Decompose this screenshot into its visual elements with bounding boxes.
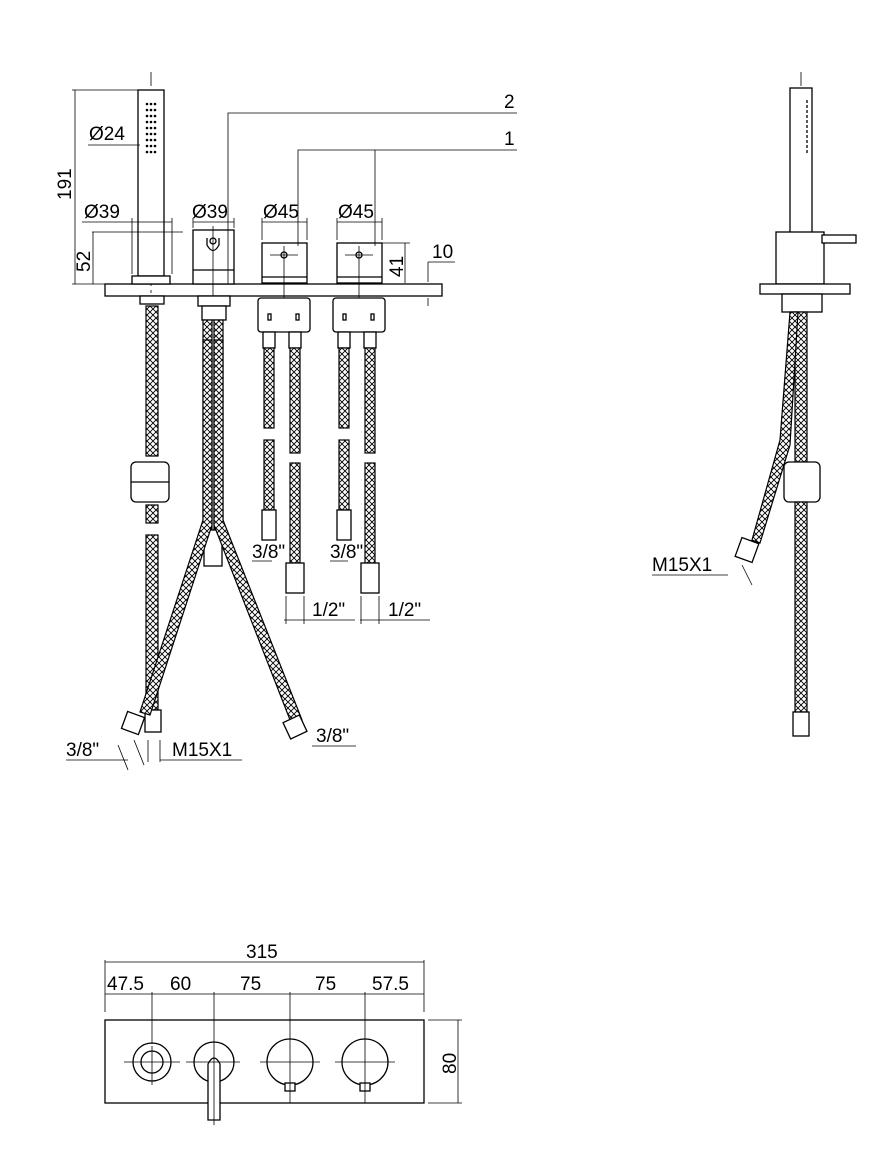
mixer-2: [332, 242, 386, 333]
spacing-1-label: 47.5: [107, 974, 144, 995]
callout-2: 2: [504, 92, 515, 113]
overall-width-label: 315: [246, 942, 278, 963]
mixer1-diameter-label: Ø45: [263, 202, 299, 223]
mixer2-outlet-label: 1/2": [388, 600, 421, 621]
dimension-lines: [66, 89, 517, 771]
hand-shower: [131, 72, 171, 305]
mixer1-inlet-label: 3/8": [252, 542, 285, 563]
spacing-3-label: 75: [240, 974, 261, 995]
spacing-4-label: 75: [315, 974, 336, 995]
side-view: M15X1: [652, 72, 857, 740]
handshower-height-label: 191: [55, 168, 76, 200]
top-view: 315 47.5 60 75 75 57.5 80: [104, 942, 462, 1125]
side-hose-thread-label: M15X1: [652, 555, 712, 576]
plate-thickness-label: 10: [432, 242, 453, 263]
mixer2-inlet-label: 3/8": [330, 542, 363, 563]
hoses: [120, 305, 380, 740]
handshower-diameter-label: Ø24: [89, 124, 125, 145]
handle-height-label: 41: [387, 256, 408, 277]
holder-diameter-label: Ø39: [84, 202, 120, 223]
top-plate: [104, 1019, 425, 1104]
holder-height-label: 52: [74, 251, 95, 272]
diverter-diameter-label: Ø39: [192, 202, 228, 223]
mixer-1: [257, 242, 311, 333]
mixer1-outlet-label: 1/2": [312, 600, 345, 621]
callout-1: 1: [504, 129, 515, 150]
spacing-5-label: 57.5: [372, 974, 409, 995]
deck-plate: [104, 283, 443, 297]
hose-thread-label: M15X1: [172, 740, 232, 761]
diverter-right-outlet-label: 3/8": [316, 726, 349, 747]
diverter-left-outlet-label: 3/8": [66, 740, 99, 761]
spacing-2-label: 60: [170, 974, 191, 995]
depth-label: 80: [440, 1053, 461, 1074]
front-view: 2 1 Ø24 191 Ø39 52 Ø39 Ø45 Ø45 41 10 3/8…: [55, 72, 517, 771]
mixer2-diameter-label: Ø45: [338, 202, 374, 223]
